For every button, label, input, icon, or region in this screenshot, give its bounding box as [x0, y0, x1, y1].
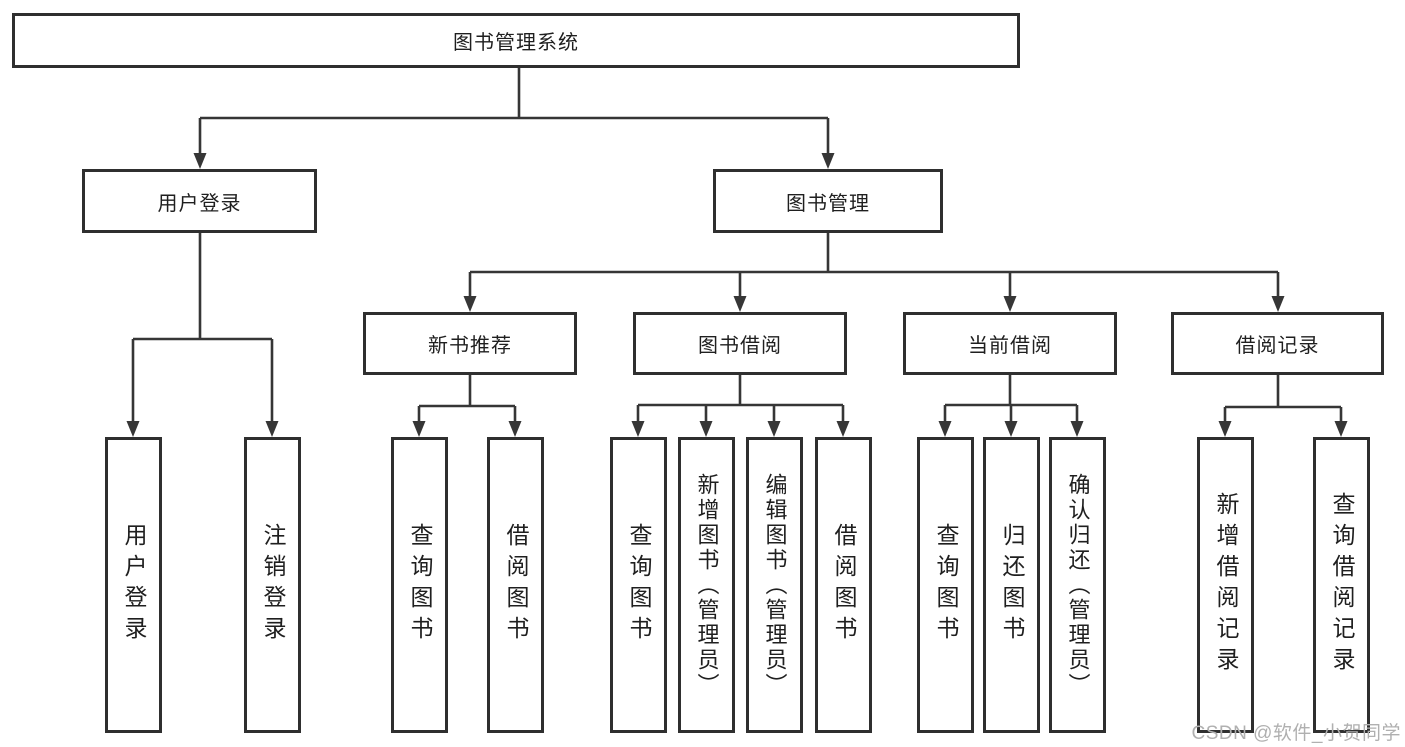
leaf-query-books-recommend: 查询图书: [391, 437, 448, 733]
leaf-label: 新增图书（管理员）: [694, 472, 720, 698]
leaf-logout: 注销登录: [244, 437, 301, 733]
arrowheads: [126, 153, 1348, 437]
leaf-confirm-return-admin: 确认归还（管理员）: [1049, 437, 1106, 733]
node-label: 当前借阅: [968, 335, 1052, 357]
node-current-borrowing: 当前借阅: [903, 312, 1117, 375]
leaf-label: 注销登录: [260, 523, 286, 647]
csdn-watermark: CSDN @软件_小贺同学: [1191, 723, 1401, 744]
leaf-label: 借阅图书: [831, 523, 857, 647]
node-label: 用户登录: [157, 192, 242, 215]
node-new-book-recommendation: 新书推荐: [363, 312, 577, 375]
leaf-add-book-admin: 新增图书（管理员）: [678, 437, 735, 733]
node-label: 图书管理系统: [453, 32, 579, 54]
leaf-query-borrow-record: 查询借阅记录: [1313, 437, 1370, 733]
leaf-label: 新增借阅记录: [1213, 492, 1239, 678]
leaf-label: 编辑图书（管理员）: [762, 472, 788, 698]
node-borrowing-records: 借阅记录: [1171, 312, 1384, 375]
leaf-label: 查询图书: [407, 523, 433, 647]
leaf-borrow-books-recommend: 借阅图书: [487, 437, 544, 733]
leaf-add-borrow-record: 新增借阅记录: [1197, 437, 1254, 733]
leaf-label: 查询借阅记录: [1329, 492, 1355, 678]
leaf-edit-book-admin: 编辑图书（管理员）: [746, 437, 803, 733]
leaf-query-books-current: 查询图书: [917, 437, 974, 733]
node-label: 借阅记录: [1235, 335, 1320, 357]
leaf-return-books: 归还图书: [983, 437, 1040, 733]
node-label: 新书推荐: [428, 335, 512, 357]
leaf-label: 用户登录: [121, 523, 147, 647]
leaf-label: 借阅图书: [503, 523, 529, 647]
node-book-borrowing: 图书借阅: [633, 312, 847, 375]
leaf-label: 查询图书: [626, 523, 652, 647]
leaf-label: 确认归还（管理员）: [1065, 472, 1091, 698]
node-library-management-system: 图书管理系统: [12, 13, 1020, 68]
node-book-management: 图书管理: [713, 169, 943, 233]
leaf-label: 归还图书: [999, 523, 1025, 647]
leaf-query-books-borrow: 查询图书: [610, 437, 667, 733]
node-label: 图书管理: [786, 192, 870, 215]
leaf-borrow-books: 借阅图书: [815, 437, 872, 733]
node-user-login: 用户登录: [82, 169, 317, 233]
leaf-label: 查询图书: [933, 523, 959, 647]
leaf-user-login: 用户登录: [105, 437, 162, 733]
node-label: 图书借阅: [698, 335, 782, 357]
